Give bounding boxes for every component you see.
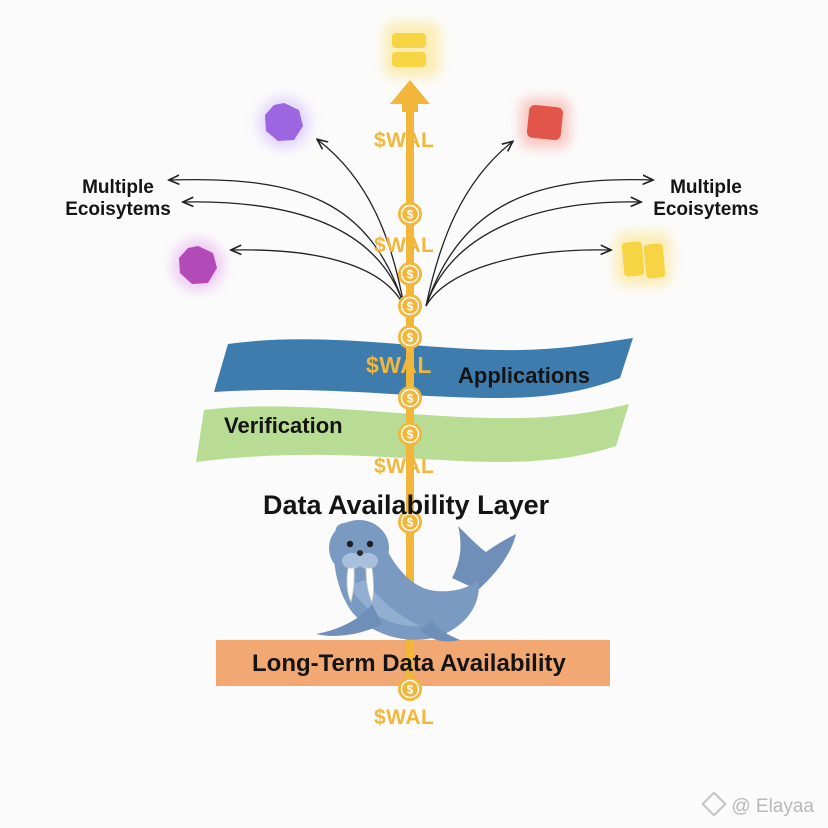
applications-band bbox=[214, 338, 633, 398]
ecosystem-node-yellow bbox=[615, 232, 671, 286]
arrow-to-left-label-1 bbox=[170, 180, 405, 307]
token-label-applications: $WAL bbox=[366, 352, 432, 378]
ecosystem-label-right: Multiple Ecoisytems bbox=[636, 177, 776, 221]
applications-label: Applications bbox=[458, 363, 591, 388]
ecosystem-label-left-line2: Ecoisytems bbox=[65, 198, 171, 220]
ecosystem-label-left: Multiple Ecoisytems bbox=[48, 177, 188, 221]
arrow-to-left-upper bbox=[318, 140, 405, 307]
coin-icon: $ bbox=[398, 677, 422, 701]
walrus-mascot bbox=[316, 520, 516, 642]
arrow-to-right-lower bbox=[425, 250, 610, 307]
ecosystem-label-right-line1: Multiple bbox=[670, 177, 742, 198]
ecosystem-node-red bbox=[520, 98, 570, 148]
coin-icon: $ bbox=[398, 202, 422, 226]
verification-label: Verification bbox=[224, 413, 343, 438]
ecosystem-node-purple bbox=[258, 97, 310, 149]
long-term-label: Long-Term Data Availability bbox=[252, 650, 566, 677]
coin-icon: $ bbox=[398, 510, 422, 534]
svg-text:$: $ bbox=[407, 428, 414, 442]
arrow-to-left-lower bbox=[232, 250, 405, 307]
token-label-verification: $WAL bbox=[374, 455, 435, 478]
svg-text:$: $ bbox=[407, 392, 414, 406]
svg-text:$: $ bbox=[407, 516, 414, 530]
coin-icon: $ bbox=[398, 422, 422, 446]
watermark: @ Elayaa bbox=[701, 791, 814, 818]
token-label-bottom: $WAL bbox=[374, 706, 435, 729]
svg-text:$: $ bbox=[407, 268, 414, 282]
ecosystem-label-right-line2: Ecoisytems bbox=[653, 198, 759, 220]
svg-text:$: $ bbox=[407, 208, 414, 222]
token-label-upper: $WAL bbox=[374, 234, 435, 257]
watermark-handle: @ Elayaa bbox=[731, 796, 814, 817]
coin-icon: $ bbox=[398, 262, 422, 286]
coin-icon: $ bbox=[398, 325, 422, 349]
coin-group: $ $ $ $ $ $ $ $ bbox=[398, 202, 422, 701]
watermark-logo-icon bbox=[701, 791, 728, 817]
arrow-to-right-upper bbox=[425, 142, 512, 307]
arrow-to-right-label-2 bbox=[425, 202, 640, 307]
ecosystem-label-left-line1: Multiple bbox=[82, 177, 154, 198]
ecosystem-node-top-yellow bbox=[384, 22, 440, 78]
ecosystem-node-magenta bbox=[172, 239, 224, 291]
coin-icon: $ bbox=[398, 386, 422, 410]
coin-icon: $ bbox=[398, 294, 422, 318]
svg-text:$: $ bbox=[407, 300, 414, 314]
token-label-top: $WAL bbox=[374, 129, 435, 152]
arrow-to-right-label-1 bbox=[425, 180, 652, 307]
arrow-to-left-label-2 bbox=[184, 202, 405, 307]
svg-text:$: $ bbox=[407, 683, 414, 697]
svg-text:$: $ bbox=[407, 331, 414, 345]
ecosystem-arrows bbox=[170, 140, 652, 307]
data-availability-layer-label: Data Availability Layer bbox=[263, 490, 550, 520]
